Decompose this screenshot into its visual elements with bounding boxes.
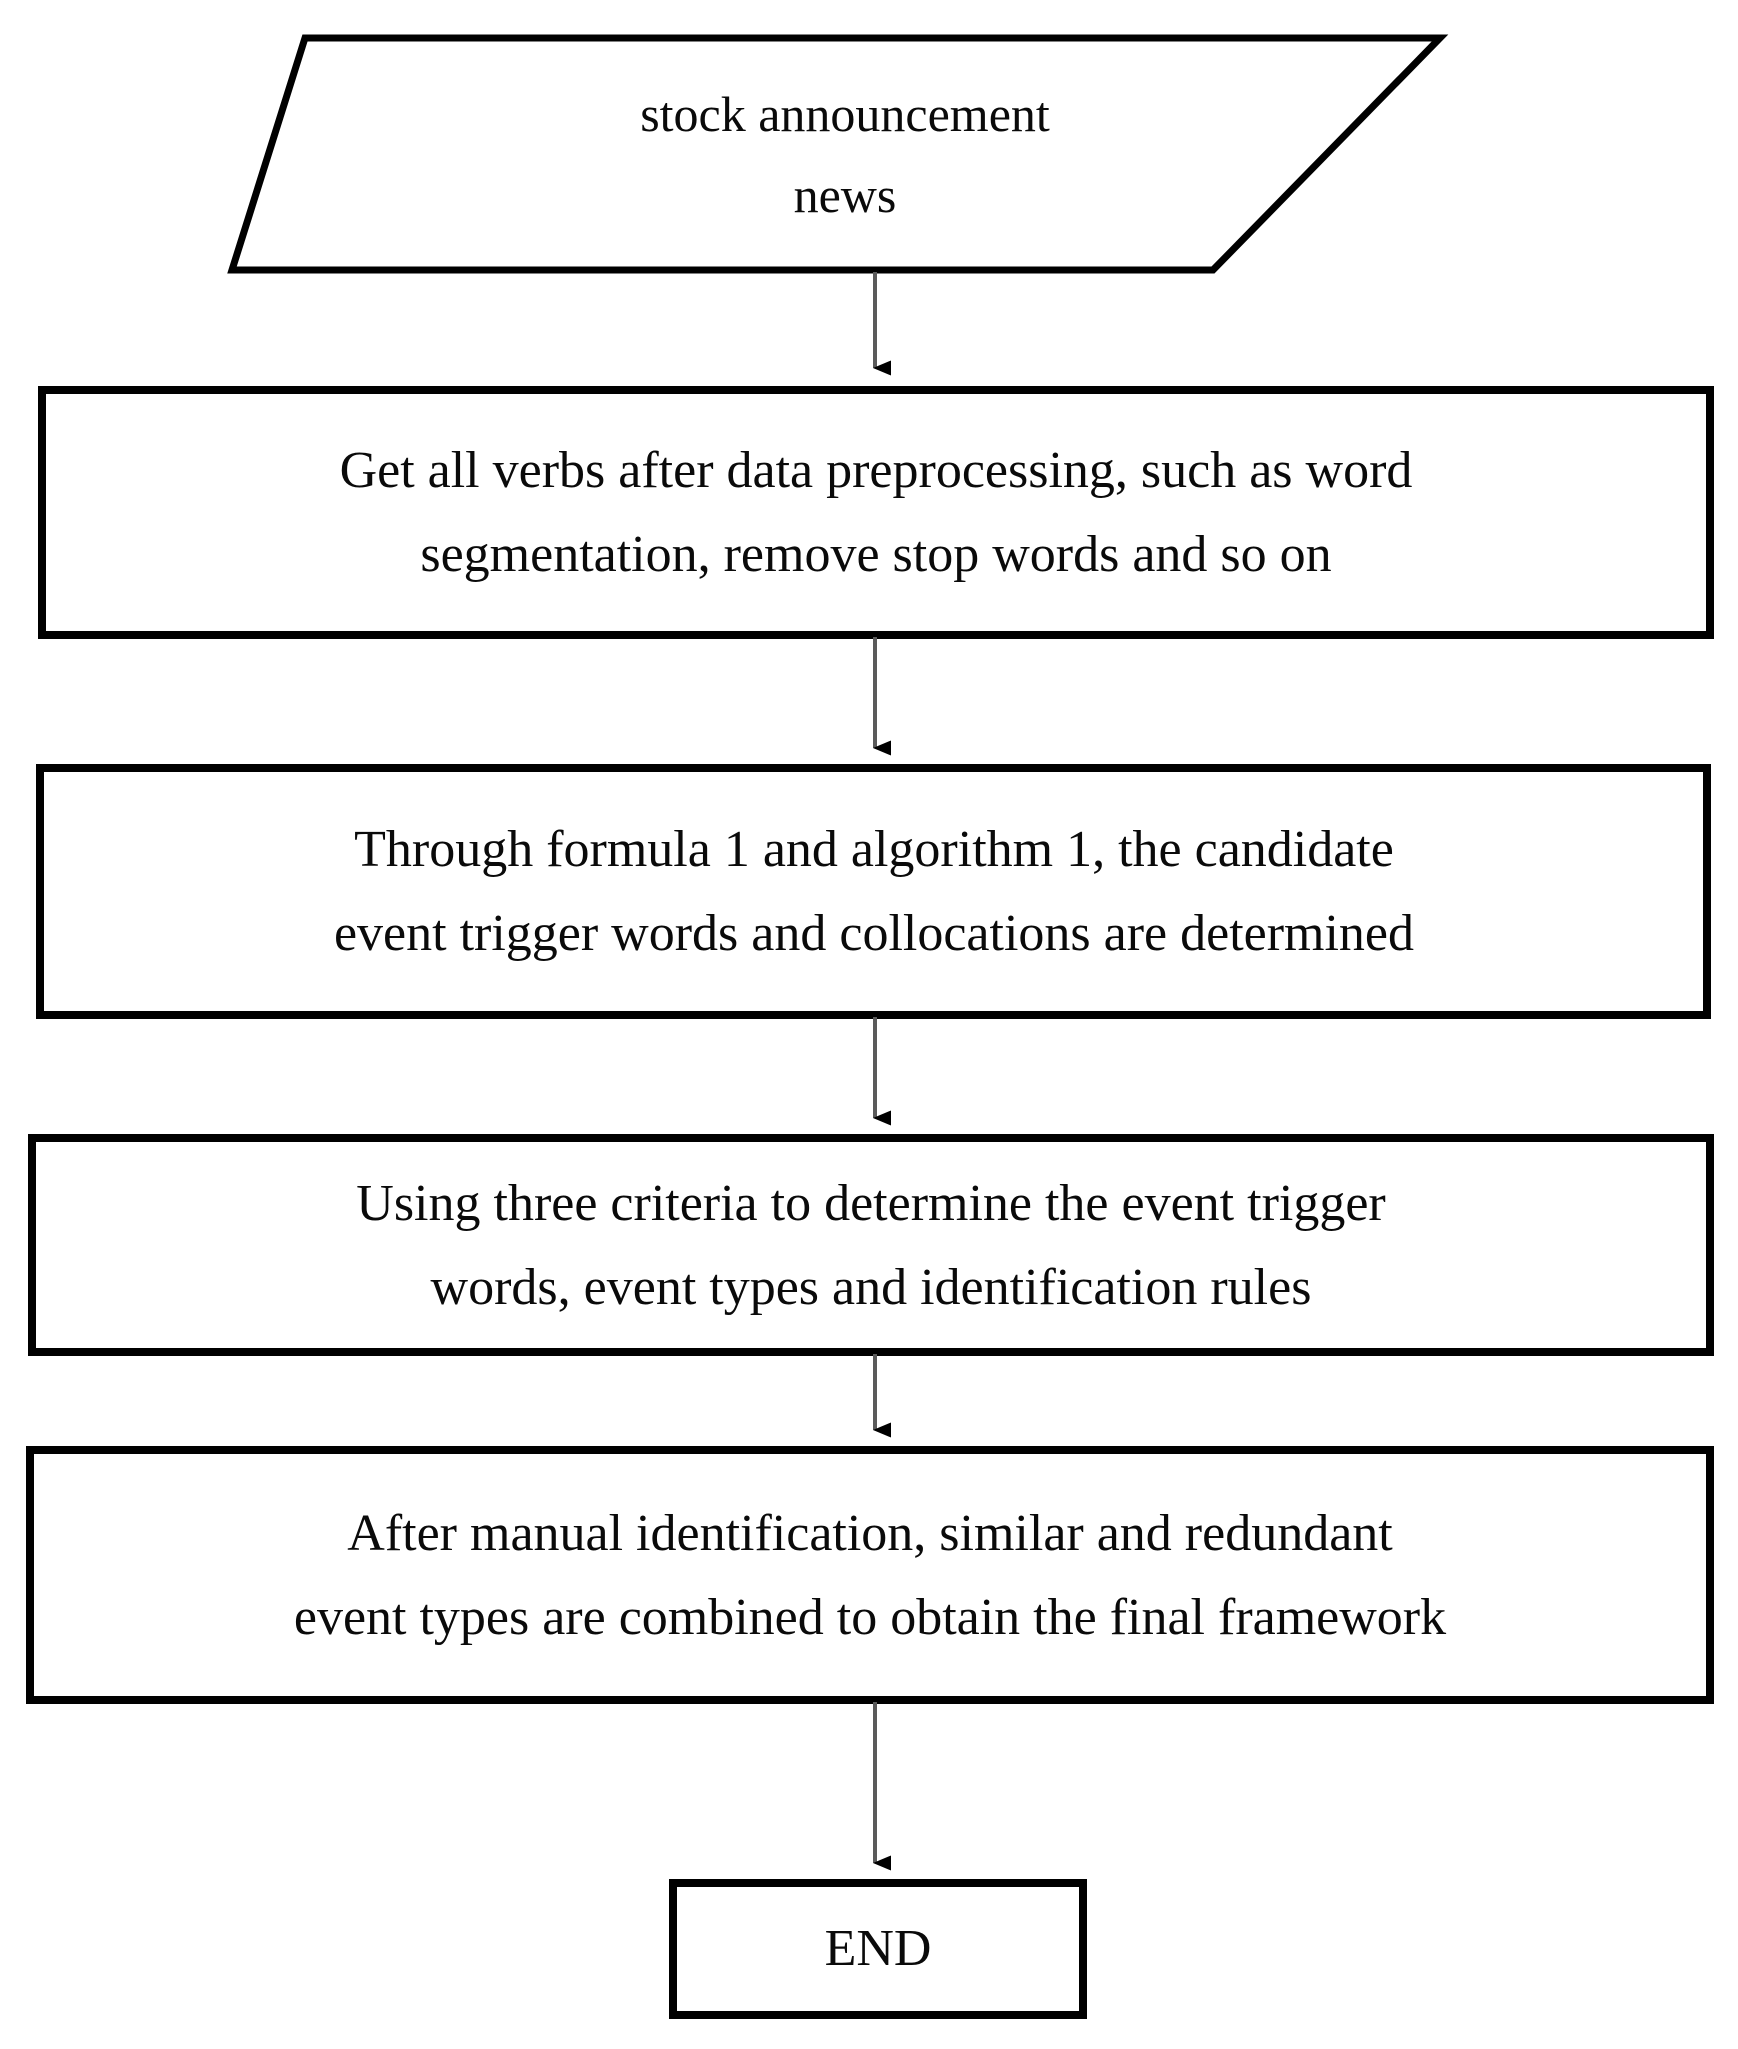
- process-4-shape: [26, 1446, 1714, 1704]
- end-node-shape: [669, 1879, 1087, 2019]
- process-1-shape: [38, 386, 1714, 639]
- process-2-shape: [36, 764, 1711, 1019]
- process-3-shape: [28, 1134, 1714, 1356]
- input-node-shape: [227, 34, 1449, 274]
